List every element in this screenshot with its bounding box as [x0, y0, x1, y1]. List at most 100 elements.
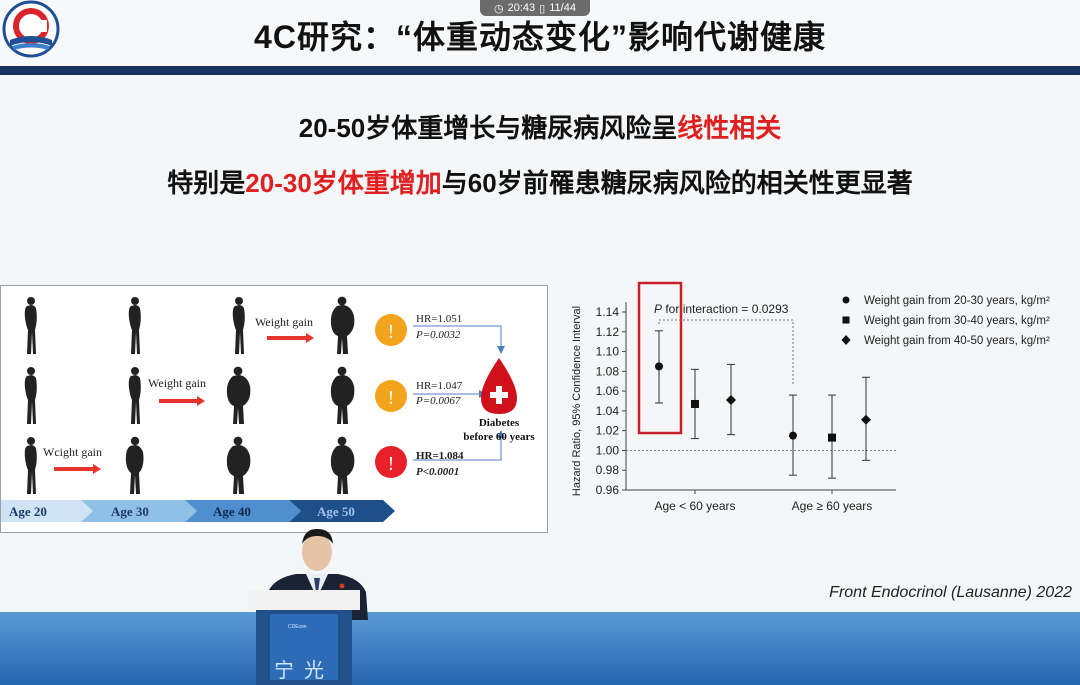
podium-small-text: CDEcon: [288, 624, 307, 630]
point-marker: [655, 362, 663, 371]
clock-icon: ◷: [494, 2, 504, 15]
weight-gain-diagram: Weight gain Weight gain Wcight gain ! ! …: [0, 285, 548, 533]
podium-sign: 宁光: [274, 658, 334, 682]
chart-axes: 1.14 1.12 1.10 1.08 1.06 1.04 1.02 1.00 0.98 0.96…: [571, 302, 896, 513]
warning-icon: [375, 446, 407, 478]
figure-row2-age40: [226, 366, 251, 424]
outcome-label-line2: before 60 years: [463, 431, 535, 443]
outcome-label-line1: Diabetes: [479, 417, 520, 429]
age-label-20: Age 20: [9, 504, 47, 519]
point-marker: [691, 399, 699, 408]
svg-text:!: !: [388, 387, 395, 409]
figure-row2-age30: [128, 367, 141, 424]
p-row3: P<0.0001: [416, 466, 459, 478]
figure-row3-age30: [125, 436, 144, 494]
subtitle-line-1: 20-50岁体重增长与糖尿病风险呈线性相关: [0, 108, 1080, 145]
age-label-30: Age 30: [111, 504, 149, 519]
y-tick-label: 1.02: [596, 424, 620, 438]
figure-row2-age20: [24, 367, 37, 424]
y-tick-label: 0.96: [596, 483, 620, 497]
y-tick-label: 1.06: [596, 384, 620, 398]
arrow-head-icon: [497, 346, 505, 354]
figure-row1-age20: [24, 297, 37, 354]
chart-canvas: 1.14 1.12 1.10 1.08 1.06 1.04 1.02 1.00 0.98 0.96…: [571, 281, 1050, 513]
stage-backdrop: [0, 612, 1080, 685]
figure-row1-age50: [330, 296, 355, 354]
p-row1: P=0.0032: [415, 329, 461, 341]
legend-marker: [841, 335, 851, 345]
subtitle-2-highlight: 20-30岁体重增加: [245, 168, 442, 198]
figure-row2-age50: [330, 366, 355, 424]
point-marker: [861, 414, 871, 425]
y-tick-label: 1.10: [596, 345, 620, 359]
weight-gain-arrows: Weight gain Weight gain Wcight gain: [43, 315, 314, 474]
age-chevron-20: [1, 500, 93, 522]
age-label-50: Age 50: [317, 504, 355, 519]
x-tick-label: Age ≥ 60 years: [792, 499, 873, 513]
legend-label: Weight gain from 40-50 years, kg/m²: [864, 335, 1050, 347]
arrow-head-icon: [306, 333, 314, 343]
subtitle-1-highlight: 线性相关: [677, 113, 782, 143]
interaction-bracket: [658, 319, 794, 385]
hr-row3: HR=1.084: [416, 450, 464, 462]
chart-legend: Weight gain from 20-30 years, kg/m² Weigh…: [841, 295, 1050, 347]
point-marker: [828, 433, 836, 442]
svg-text:!: !: [388, 453, 395, 475]
p-row2: P=0.0067: [415, 395, 461, 407]
hazard-ratio-labels: HR=1.051 P=0.0032 HR=1.047 P=0.0067 HR=1…: [415, 313, 464, 478]
arrow-head-icon: [197, 396, 205, 406]
y-tick-label: 1.14: [596, 305, 620, 319]
legend-label: Weight gain from 20-30 years, kg/m²: [864, 295, 1050, 307]
status-time: 20:43: [507, 2, 536, 14]
citation: Front Endocrinol (Lausanne) 2022: [829, 584, 1072, 601]
podium: CDEcon 宁光: [248, 590, 360, 685]
age-label-40: Age 40: [213, 504, 251, 519]
y-tick-label: 1.00: [596, 443, 620, 457]
arrow-head-icon: [497, 430, 505, 438]
subtitle-2-suffix: 与60岁前罹患糖尿病风险的相关性更显著: [441, 168, 913, 198]
x-tick-label: Age < 60 years: [654, 499, 735, 513]
page-icon: ▯: [539, 2, 546, 15]
figure-row1-age40: [232, 297, 245, 354]
age-timeline: Age 20 Age 30 Age 40 Age 50: [1, 500, 395, 522]
figure-row3-age20: [24, 437, 37, 494]
subtitle-line-2: 特别是20-30岁体重增加与60岁前罹患糖尿病风险的相关性更显著: [0, 163, 1080, 200]
diagram-canvas: Weight gain Weight gain Wcight gain ! ! …: [1, 296, 535, 522]
weight-gain-label-row3: Wcight gain: [43, 445, 102, 459]
status-bar: ◷ 20:43 ▯ 11/44: [480, 0, 590, 16]
weight-gain-label-row2: Weight gain: [148, 376, 206, 390]
subtitle-1-text: 20-50岁体重增长与糖尿病风险呈: [298, 113, 678, 143]
chart-marks: P for interaction = 0.0293: [637, 281, 871, 479]
subtitle-2-prefix: 特别是: [167, 168, 246, 198]
slide-title: 4C研究：“体重动态变化”影响代谢健康: [254, 19, 826, 55]
highlight-box: [637, 281, 683, 435]
y-tick-label: 1.08: [596, 364, 620, 378]
blood-drop-icon: [481, 358, 517, 414]
legend-marker: [842, 316, 850, 324]
arrow-head-icon: [93, 464, 101, 474]
age-chevron-40: [185, 500, 301, 522]
age-chevron-50: [289, 500, 395, 522]
point-marker: [726, 395, 736, 406]
hr-row2: HR=1.047: [416, 380, 463, 392]
conference-logo-icon: [2, 0, 60, 58]
figure-row1-age30: [128, 297, 141, 354]
figure-row3-age50: [330, 436, 355, 494]
hazard-ratio-chart: 1.14 1.12 1.10 1.08 1.06 1.04 1.02 1.00 0.98 0.96…: [566, 280, 1080, 530]
y-tick-label: 0.98: [596, 463, 620, 477]
hr-row1: HR=1.051: [416, 313, 462, 325]
interaction-annotation: P for interaction = 0.0293: [654, 302, 789, 316]
y-tick-label: 1.12: [596, 325, 620, 339]
status-page: 11/44: [549, 2, 576, 14]
title-divider: [0, 66, 1080, 75]
y-tick-label: 1.04: [596, 404, 620, 418]
y-axis-label: Hazard Ratio, 95% Confidence Interval: [571, 306, 583, 496]
warning-icon: [375, 314, 407, 346]
figure-row3-age40: [226, 436, 251, 494]
age-chevron-30: [81, 500, 197, 522]
weight-gain-label-row1: Weight gain: [255, 315, 313, 329]
podium-screen: CDEcon: [270, 614, 338, 680]
legend-label: Weight gain from 30-40 years, kg/m²: [864, 315, 1050, 327]
risk-alerts: ! ! !: [375, 314, 407, 478]
